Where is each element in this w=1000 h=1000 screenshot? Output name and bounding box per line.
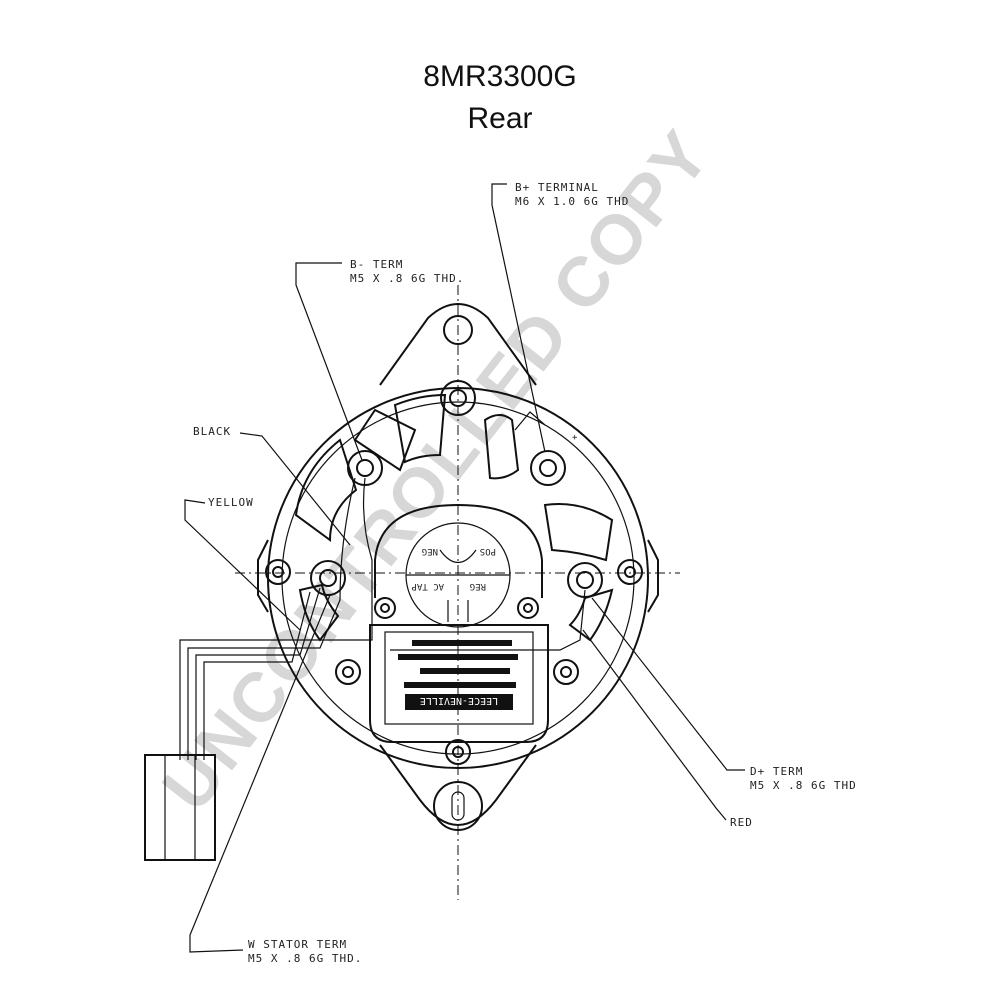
- regulator: NEG POS AC TAP REG: [369, 503, 549, 743]
- leader-lines: [184, 183, 745, 953]
- bolt-b-minus: [347, 450, 383, 486]
- black-wire-label: BLACK: [193, 425, 231, 438]
- bolt-d-plus: [567, 562, 603, 598]
- bolt-w-stator: [310, 560, 346, 596]
- plus-symbol: +: [572, 433, 578, 443]
- nameplate: LEECE-NEVILLE: [384, 631, 534, 725]
- reg-label: REG: [470, 581, 486, 591]
- d-plus-term-label: D+ TERM: [750, 765, 803, 778]
- b-minus-term-label: B- TERM: [350, 258, 403, 271]
- bolt-reg-right: [517, 597, 539, 619]
- bolt-top: [440, 380, 476, 416]
- neg-label: NEG: [422, 546, 438, 556]
- yellow-wire-label: YELLOW: [208, 496, 254, 509]
- model-title: 8MR3300G: [423, 60, 576, 93]
- b-plus-thread-label: M6 X 1.0 6G THD: [515, 195, 629, 208]
- bolt-left: [265, 559, 291, 585]
- bolt-b-plus: [530, 450, 566, 486]
- b-plus-terminal-label: B+ TERMINAL: [515, 181, 599, 194]
- w-stator-term-label: W STATOR TERM: [248, 938, 347, 951]
- bolt-lower-right: [553, 659, 579, 685]
- mounting-bolts: [265, 380, 643, 765]
- w-stator-thread-label: M5 X .8 6G THD.: [248, 952, 362, 965]
- wire-harness: [144, 477, 586, 861]
- red-wire-label: RED: [730, 816, 753, 829]
- watermark: UNCONTROLLED COPY: [147, 116, 725, 825]
- bolt-right: [617, 559, 643, 585]
- b-minus-thread-label: M5 X .8 6G THD.: [350, 272, 464, 285]
- wire-connector: [144, 754, 216, 861]
- bolt-bottom: [445, 739, 471, 765]
- view-subtitle: Rear: [467, 102, 532, 135]
- bolt-lower-left: [335, 659, 361, 685]
- ac-tap-label: AC TAP: [411, 581, 444, 591]
- brand-plate-text: LEECE-NEVILLE: [420, 695, 498, 706]
- alternator-housing: [257, 303, 659, 831]
- terminal-housings: +: [353, 408, 578, 472]
- d-plus-thread-label: M5 X .8 6G THD: [750, 779, 857, 792]
- pos-label: POS: [480, 546, 496, 556]
- bolt-reg-left: [374, 597, 396, 619]
